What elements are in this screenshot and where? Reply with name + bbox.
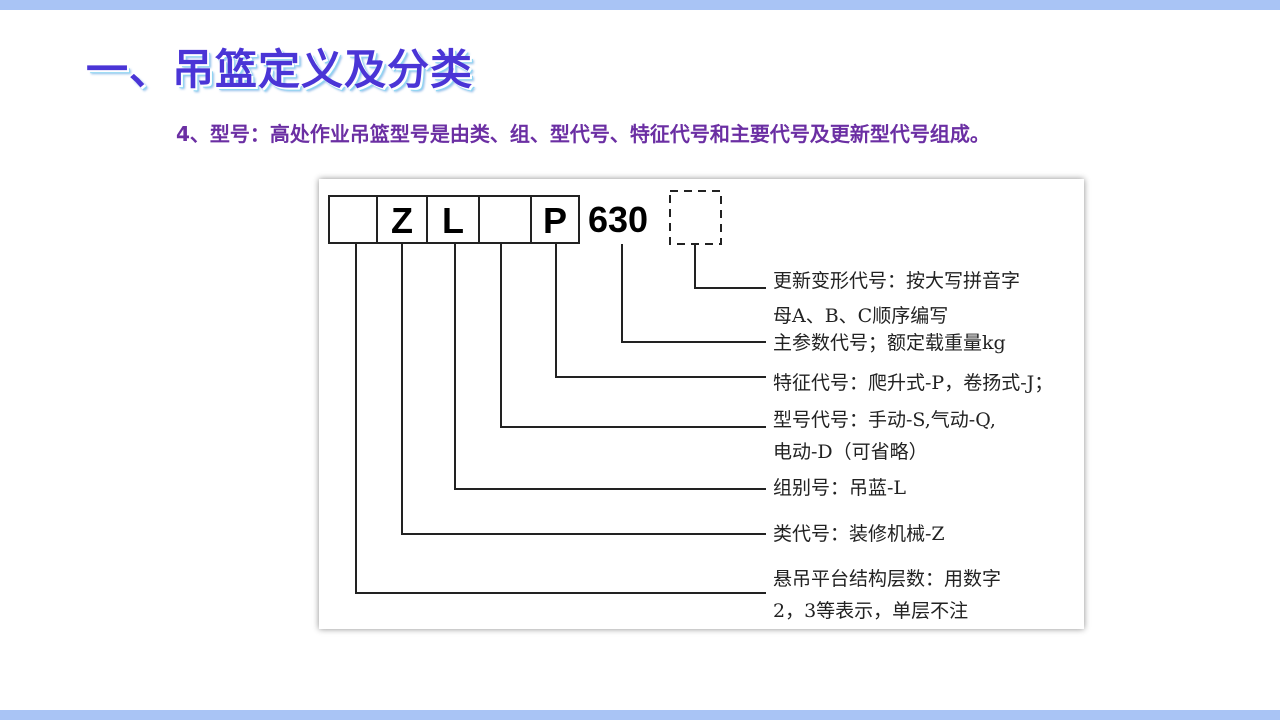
label-feature: 特征代号：爬升式-P，卷扬式-J； <box>773 372 1053 394</box>
label-layers-line2: 2，3等表示，单层不注 <box>773 600 968 622</box>
code-box-group <box>426 195 480 244</box>
model-code-diagram: Z L P 630 更新变形代号：按大写拼音字 母A、B、C顺序编写 主参数代号… <box>319 179 1084 629</box>
leader-feature <box>555 244 766 378</box>
leader-layers <box>355 244 766 594</box>
code-box-class <box>376 195 428 244</box>
leader-group <box>454 244 766 490</box>
diagram-svg: Z L P 630 更新变形代号：按大写拼音字 母A、B、C顺序编写 主参数代号… <box>328 190 1053 622</box>
label-type-line1: 型号代号：手动-S,气动-Q, <box>773 409 996 431</box>
code-feature: P <box>543 200 567 241</box>
code-box-layers <box>328 195 378 244</box>
code-class: Z <box>391 200 413 241</box>
label-update-line2: 母A、B、C顺序编写 <box>773 305 948 327</box>
page-title: 一、吊篮定义及分类 <box>86 45 474 94</box>
leader-type <box>500 244 766 428</box>
code-param: 630 <box>588 199 648 240</box>
label-class: 类代号：装修机械-Z <box>773 523 945 545</box>
leader-update <box>694 244 766 289</box>
label-group: 组别号：吊蓝-L <box>773 477 906 499</box>
label-update-line1: 更新变形代号：按大写拼音字 <box>773 270 1020 292</box>
page-subtitle: 4、型号：高处作业吊篮型号是由类、组、型代号、特征代号和主要代号及更新型代号组成… <box>176 122 990 146</box>
code-box-feature <box>530 195 580 244</box>
label-main-param: 主参数代号；额定载重量kg <box>773 332 1006 354</box>
label-layers-line1: 悬吊平台结构层数：用数字 <box>773 568 1001 590</box>
code-group: L <box>442 200 464 241</box>
bottom-accent-bar <box>0 710 1280 720</box>
leader-main-param <box>621 244 766 343</box>
code-box-type <box>478 195 532 244</box>
label-type-line2: 电动-D（可省略） <box>773 441 928 463</box>
leader-class <box>401 244 766 535</box>
code-box-update <box>669 190 722 245</box>
top-accent-bar <box>0 0 1280 10</box>
